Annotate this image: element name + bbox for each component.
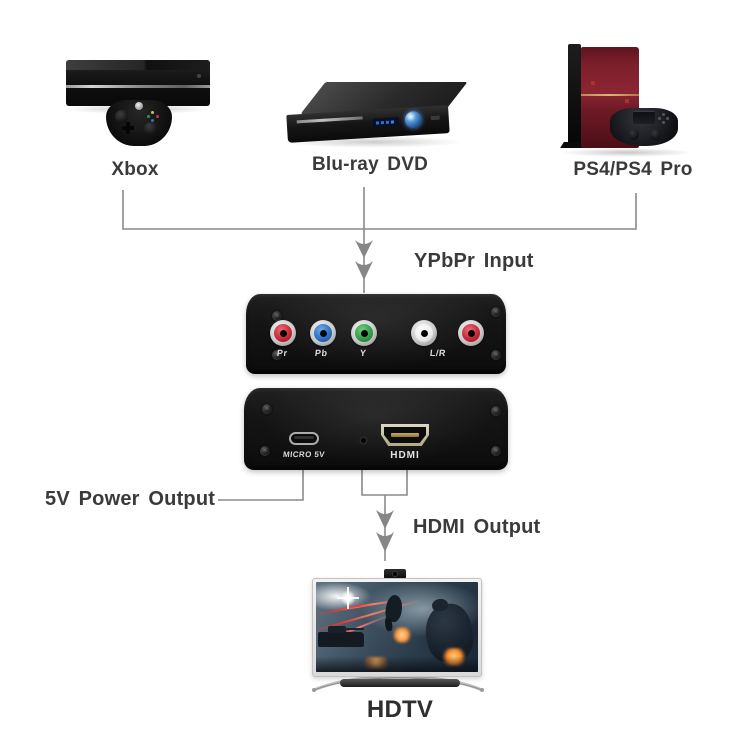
ypbpr-input-label: YPbPr Input xyxy=(414,250,534,272)
xbox-console-groove xyxy=(66,85,210,88)
face-buttons-icon xyxy=(156,115,159,118)
hdmi-port-tongue xyxy=(391,433,419,437)
left-thumbstick-icon xyxy=(628,129,639,140)
screw-icon xyxy=(262,404,272,414)
rca-jack-pr xyxy=(270,320,296,346)
ps4-logo-mark xyxy=(625,99,629,103)
explosion xyxy=(392,627,413,643)
bluray-label: Blu-ray DVD xyxy=(311,154,429,175)
ps4-controller xyxy=(610,108,678,152)
left-thumbstick-icon xyxy=(115,110,128,123)
xbox-controller xyxy=(106,100,172,152)
port-label-hdmi: HDMI xyxy=(390,450,420,461)
bluray-device-image xyxy=(283,70,469,162)
tv-camera xyxy=(384,569,406,579)
hdtv-label: HDTV xyxy=(366,696,434,723)
hdmi-output-label: HDMI Output xyxy=(413,516,541,538)
ps4-gold-line xyxy=(581,94,639,97)
disc-slot xyxy=(296,116,363,124)
screw-icon xyxy=(491,446,501,456)
port-label-y: Y xyxy=(359,348,368,358)
screw-icon xyxy=(491,350,501,360)
tank-silhouette xyxy=(317,625,364,647)
starburst-flash xyxy=(340,590,357,607)
ps4-label: PS4/PS4 Pro xyxy=(573,159,693,180)
screw-icon xyxy=(491,307,501,317)
bluray-display xyxy=(372,117,400,128)
xbox-device-image xyxy=(62,50,214,162)
port-label-micro-usb: MICRO 5V xyxy=(282,450,326,459)
tv-screen-game-scene xyxy=(316,582,478,672)
port-label-lr: L/R xyxy=(429,348,447,358)
bluray-dial-knob xyxy=(404,110,423,129)
power-output-label: 5V Power Output xyxy=(45,488,216,510)
converter-front-panel: Pr Pb Y L/R xyxy=(246,294,506,374)
right-thumbstick-icon xyxy=(144,122,157,135)
rca-jack-pb xyxy=(310,320,336,346)
screw-icon xyxy=(260,446,270,456)
ps4-shadow xyxy=(560,148,694,157)
rca-jack-audio-left xyxy=(411,320,437,346)
ypbpr-arrow-icon xyxy=(355,261,373,280)
screw-icon xyxy=(272,350,282,360)
ps4-logo-mark xyxy=(591,81,595,85)
bluray-usb-port xyxy=(430,115,440,121)
tv-soundbar xyxy=(340,679,460,687)
face-buttons-icon xyxy=(666,117,669,120)
scene-ground-shadow xyxy=(316,655,478,672)
screw-icon xyxy=(491,406,501,416)
port-label-pr: Pr xyxy=(276,348,289,358)
right-thumbstick-icon xyxy=(650,129,661,140)
hdmi-arrow-icon xyxy=(376,532,394,552)
screw-icon xyxy=(272,311,282,321)
xbox-nexus-button-icon xyxy=(135,102,143,110)
hdtv-image xyxy=(306,566,490,696)
ps4-device-image xyxy=(560,38,700,157)
ps4-side-column xyxy=(568,44,581,146)
xbox-console xyxy=(66,60,210,106)
xbox-label: Xbox xyxy=(111,159,159,180)
ypbpr-arrow-icon xyxy=(355,240,373,258)
hdmi-port xyxy=(381,424,429,446)
rca-jack-audio-right xyxy=(458,320,484,346)
port-label-pb: Pb xyxy=(314,348,329,358)
xbox-power-dot xyxy=(197,74,201,78)
tv-frame xyxy=(312,578,482,677)
dpad-icon xyxy=(122,122,134,134)
ps4-touchpad xyxy=(633,111,655,124)
converter-back-panel: MICRO 5V HDMI xyxy=(244,388,508,470)
micro-usb-port xyxy=(289,432,319,445)
hdmi-arrow-icon xyxy=(376,510,394,529)
rca-jack-y xyxy=(351,320,377,346)
led-indicator-hole xyxy=(361,438,366,443)
